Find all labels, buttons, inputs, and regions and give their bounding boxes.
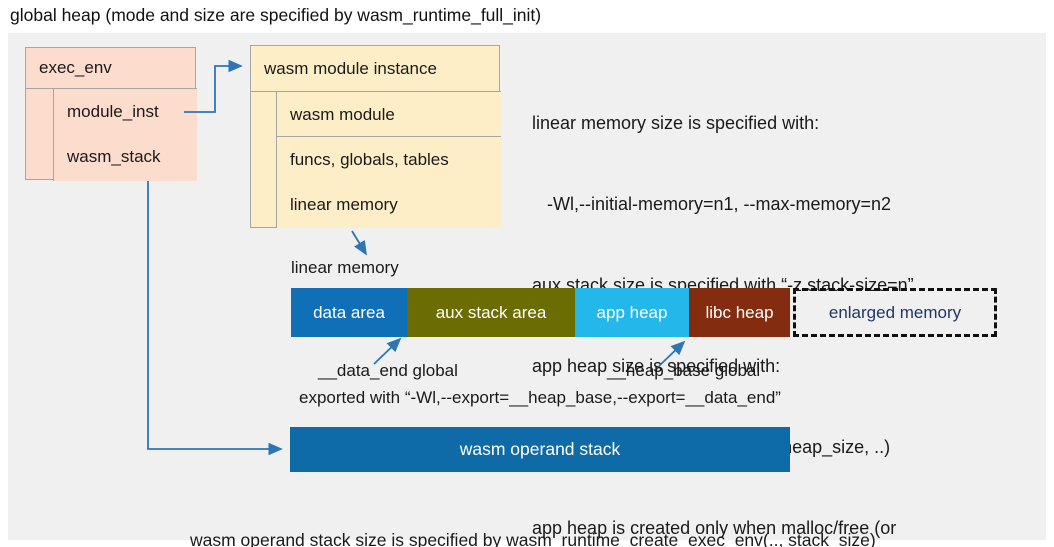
exec-env-box: exec_env module_inst wasm_stack [25, 47, 197, 181]
heap-base-global-label: __heap_base global [607, 361, 761, 380]
data-end-global-label: __data_end global [318, 361, 458, 380]
segment-aux-stack-area: aux stack area [407, 288, 575, 337]
note-line: linear memory size is specified with: [532, 113, 820, 133]
wasm-operand-stack-bar: wasm operand stack [290, 427, 790, 472]
segment-libc-heap: libc heap [689, 288, 790, 337]
exec-env-field-module-inst: module_inst [53, 88, 197, 135]
note-line: wasm operand stack size is specified by … [190, 530, 876, 547]
note-line: -Wl,--initial-memory=n1, --max-memory=n2 [532, 194, 892, 214]
instance-field-linear-memory: linear memory [276, 182, 501, 228]
segment-app-heap: app heap [575, 288, 689, 337]
wasm-module-instance-box: wasm module instance wasm module funcs, … [250, 45, 501, 228]
export-flags-label: exported with “-Wl,--export=__heap_base,… [299, 388, 781, 407]
segment-data-area: data area [291, 288, 407, 337]
instance-field-funcs-globals-tables: funcs, globals, tables [276, 137, 501, 183]
operand-stack-notes: wasm operand stack size is specified by … [190, 483, 876, 547]
note-line: app heap is created only when malloc/fre… [532, 518, 897, 538]
linear-memory-label: linear memory [291, 258, 399, 277]
exec-env-title: exec_env [26, 48, 195, 89]
note-line: app heap size is specified with: [532, 356, 781, 376]
exec-env-field-wasm-stack: wasm_stack [53, 134, 197, 181]
instance-field-wasm-module: wasm module [276, 91, 501, 137]
wasm-module-instance-title: wasm module instance [251, 46, 499, 92]
segment-enlarged-memory: enlarged memory [793, 288, 997, 337]
diagram-title: global heap (mode and size are specified… [10, 5, 542, 25]
